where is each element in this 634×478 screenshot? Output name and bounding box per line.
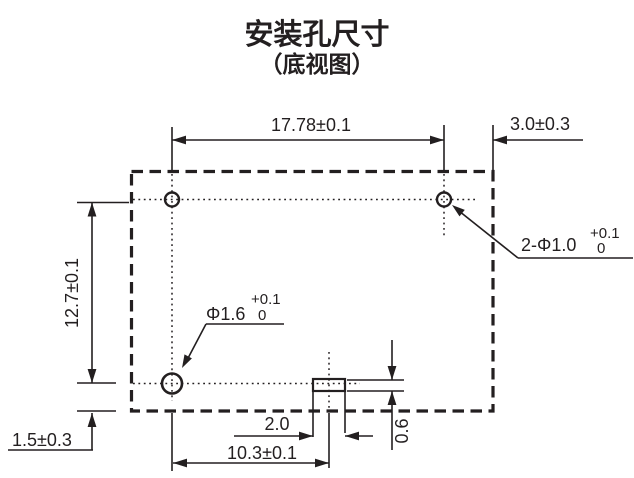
dimension-hole-spacing-vertical: 12.7±0.1 xyxy=(62,202,97,383)
page-subtitle: （底视图） xyxy=(260,51,375,77)
dim-value-1-5: 1.5±0.3 xyxy=(12,430,72,450)
arrowhead-right xyxy=(299,431,313,441)
leader-arrowhead xyxy=(182,354,192,368)
arrowhead-left xyxy=(173,458,187,468)
mounting-hole-top-left xyxy=(163,191,181,208)
arrowhead-right xyxy=(315,458,329,468)
arrowhead-left xyxy=(493,135,507,145)
leader-arrowhead xyxy=(452,205,465,217)
label-top-holes: 2-Φ1.0 +0.1 0 xyxy=(452,205,633,259)
arrowhead-left xyxy=(172,135,186,145)
arrowhead-left xyxy=(345,431,359,441)
title-block: 安装孔尺寸 （底视图） xyxy=(244,18,389,77)
dim-value-12-7: 12.7±0.1 xyxy=(62,258,82,328)
mounting-hole-bottom-left xyxy=(160,372,184,395)
arrowhead-down xyxy=(87,369,97,383)
dimension-slot-height: 0.6 xyxy=(387,340,412,450)
arrowhead-up xyxy=(87,202,97,217)
leader-line xyxy=(458,210,519,259)
mounting-hole-top-right xyxy=(435,191,453,208)
extension-lines xyxy=(77,125,494,471)
centerlines xyxy=(133,174,478,410)
tolerance-upper: +0.1 xyxy=(590,225,620,242)
arrowhead-right xyxy=(430,135,444,145)
dim-value-17-78: 17.78±0.1 xyxy=(271,115,351,135)
dimension-hole-spacing-horizontal: 17.78±0.1 xyxy=(172,115,444,145)
arrowhead-up xyxy=(87,413,97,427)
dim-value-2-0: 2.0 xyxy=(264,414,289,434)
dim-value-3-0: 3.0±0.3 xyxy=(510,114,570,134)
tolerance-upper: +0.1 xyxy=(251,291,281,308)
dimension-slot-width: 2.0 xyxy=(234,414,373,441)
hole-spec-text: 2-Φ1.0 xyxy=(521,235,576,255)
dimension-edge-offset-right: 3.0±0.3 xyxy=(493,114,583,145)
features xyxy=(160,191,453,395)
dimension-slot-offset-horizontal: 10.3±0.1 xyxy=(173,443,329,468)
slot-feature xyxy=(311,377,347,393)
page-title: 安装孔尺寸 xyxy=(244,18,389,51)
arrowhead-down xyxy=(387,366,397,380)
label-bottom-hole: Φ1.6 +0.1 0 xyxy=(182,291,284,368)
tolerance-lower: 0 xyxy=(597,240,605,257)
component-outline xyxy=(129,169,495,413)
dim-value-0-6: 0.6 xyxy=(392,418,412,443)
dimension-edge-offset-bottom: 1.5±0.3 xyxy=(8,413,97,451)
dim-value-10-3: 10.3±0.1 xyxy=(227,443,297,463)
arrowhead-up xyxy=(387,391,397,405)
tolerance-lower: 0 xyxy=(258,307,266,324)
leader-line xyxy=(185,323,207,363)
hole-spec-text: Φ1.6 xyxy=(206,304,245,324)
